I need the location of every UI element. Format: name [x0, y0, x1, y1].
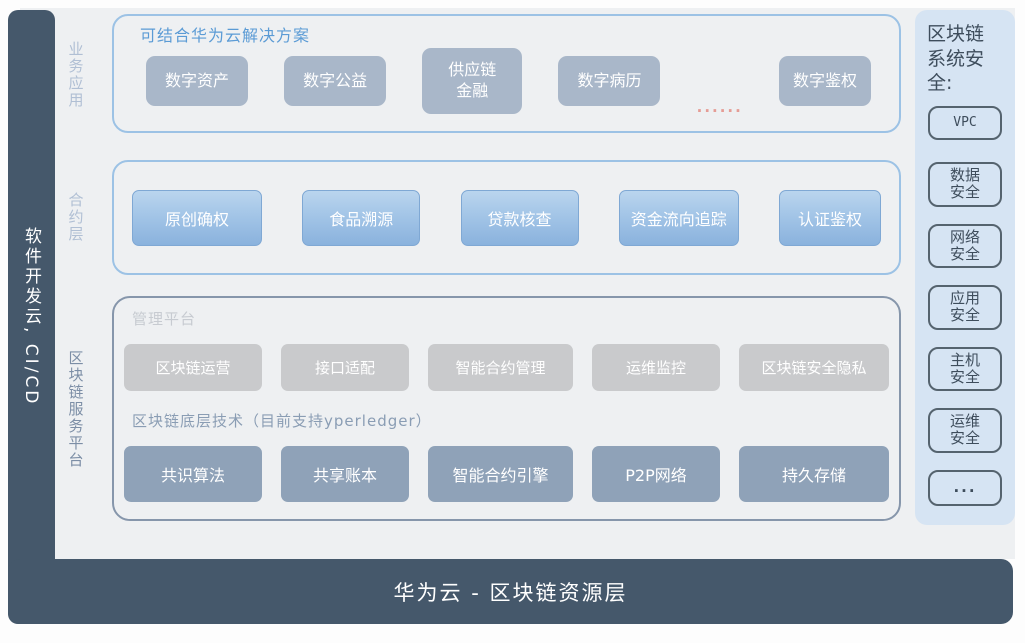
- management-box-smart-contract-management: 智能合约管理: [428, 344, 573, 391]
- contract-layer-container: 原创确权 食品溯源 贷款核查 资金流向追踪 认证鉴权: [112, 160, 901, 275]
- ellipsis-text: ......: [696, 98, 743, 116]
- devcloud-side-bar: 软件开发云, CI/CD: [8, 10, 55, 624]
- security-box-ops: 运维 安全: [928, 408, 1002, 453]
- tech-box-smart-contract-engine: 智能合约引擎: [428, 446, 573, 502]
- solution-box-supply-chain-finance: 供应链 金融: [422, 48, 523, 114]
- tech-box-consensus-algorithm: 共识算法: [124, 446, 262, 502]
- tech-row: 共识算法 共享账本 智能合约引擎 P2P网络 持久存储: [124, 446, 889, 502]
- solution-box-digital-medical-records: 数字病历: [558, 56, 661, 106]
- security-box-list: VPC 数据 安全 网络 安全 应用 安全 主机 安全 运维 安全 ...: [928, 106, 1002, 506]
- contract-box-fund-flow-tracking: 资金流向追踪: [618, 189, 739, 246]
- tech-box-shared-ledger: 共享账本: [281, 446, 409, 502]
- devcloud-label: 软件开发云, CI/CD: [21, 227, 41, 407]
- management-row: 区块链运营 接口适配 智能合约管理 运维监控 区块链安全隐私: [124, 344, 889, 391]
- security-box-vpc: VPC: [928, 106, 1002, 141]
- solutions-title: 可结合华为云解决方案: [140, 26, 311, 45]
- underlying-tech-title: 区块链底层技术（目前支持yperledger）: [132, 412, 432, 430]
- security-box-more: ...: [928, 469, 1002, 506]
- layer-label-business: 业务应用: [66, 41, 85, 109]
- contract-box-original-rights: 原创确权: [132, 189, 262, 246]
- solution-box-digital-assets: 数字资产: [146, 56, 248, 106]
- security-box-data: 数据 安全: [928, 162, 1002, 207]
- layer-label-contract: 合约层: [66, 192, 85, 243]
- resource-layer-label: 华为云 - 区块链资源层: [393, 580, 628, 605]
- blockchain-service-platform-container: 管理平台 区块链运营 接口适配 智能合约管理 运维监控 区块链安全隐私 区块链底…: [112, 296, 901, 521]
- security-box-application: 应用 安全: [928, 285, 1002, 330]
- solution-box-digital-charity: 数字公益: [284, 56, 387, 106]
- tech-box-persistent-storage: 持久存储: [739, 446, 889, 502]
- resource-layer-bar: 华为云 - 区块链资源层: [8, 559, 1013, 624]
- business-application-container: 可结合华为云解决方案 数字资产 数字公益 供应链 金融 数字病历 ...... …: [112, 14, 901, 133]
- management-box-blockchain-operation: 区块链运营: [124, 344, 262, 391]
- solution-box-digital-authentication: 数字鉴权: [778, 56, 871, 106]
- security-sidebar-title: 区块链系统安全:: [927, 23, 985, 95]
- contract-box-food-traceability: 食品溯源: [302, 189, 421, 246]
- tech-box-p2p-network: P2P网络: [592, 446, 720, 502]
- contract-box-cert-authentication: 认证鉴权: [779, 189, 881, 246]
- security-box-network: 网络 安全: [928, 223, 1002, 269]
- security-sidebar: 区块链系统安全: VPC 数据 安全 网络 安全 应用 安全 主机 安全 运维 …: [915, 10, 1015, 525]
- management-box-security-privacy: 区块链安全隐私: [739, 344, 889, 391]
- management-platform-title: 管理平台: [132, 310, 197, 328]
- management-box-ops-monitoring: 运维监控: [592, 344, 720, 391]
- solutions-row: 数字资产 数字公益 供应链 金融 数字病历 ...... 数字鉴权: [146, 46, 871, 116]
- management-box-interface-adaptation: 接口适配: [281, 344, 409, 391]
- security-box-host: 主机 安全: [928, 346, 1002, 392]
- contract-box-loan-verification: 贷款核查: [460, 189, 579, 246]
- layer-label-platform: 区块链服务平台: [66, 349, 85, 469]
